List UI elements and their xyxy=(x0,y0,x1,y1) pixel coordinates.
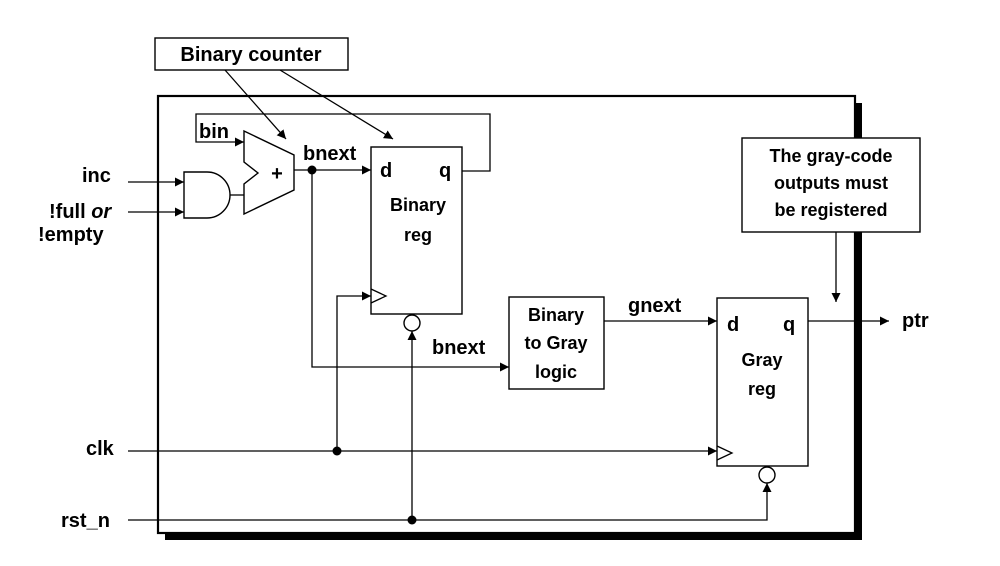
bin-label: bin xyxy=(199,121,229,143)
rst-n-label: rst_n xyxy=(61,510,110,532)
bnext-mid-label: bnext xyxy=(432,337,486,359)
gray-reg-d: d xyxy=(727,314,739,336)
gray-reg-clock-icon xyxy=(716,445,734,461)
full-or-text: or xyxy=(91,201,112,223)
callout-arrow-adder xyxy=(224,69,287,140)
inc-label: inc xyxy=(82,165,111,187)
binary-reg-clock-icon xyxy=(370,288,388,304)
bnext-to-converter-wire xyxy=(311,170,509,372)
full-label: !full or xyxy=(49,201,112,223)
and-gate xyxy=(183,171,231,219)
binary-reg-d: d xyxy=(380,160,392,182)
adder xyxy=(243,129,295,216)
binary-to-gray-logic xyxy=(508,296,605,390)
binary-reg-reset-bubble xyxy=(403,314,421,332)
gnext-label: gnext xyxy=(628,295,682,317)
bin-feedback-wire xyxy=(195,113,491,172)
adder-plus: + xyxy=(271,163,283,185)
rst-n-wire xyxy=(128,483,772,521)
gray-reg xyxy=(716,297,809,467)
converter-name-2: to Gray xyxy=(524,333,587,353)
binary-reg-name-1: Binary xyxy=(390,195,446,215)
clk-label: clk xyxy=(86,438,115,460)
gray-reg-q: q xyxy=(783,314,795,336)
empty-label: !empty xyxy=(38,224,104,246)
bnext-top-label: bnext xyxy=(303,143,357,165)
full-label-text: !full xyxy=(49,201,91,223)
gray-reg-reset-bubble xyxy=(758,466,776,484)
binary-reg xyxy=(370,146,463,315)
converter-name-3: logic xyxy=(535,362,577,382)
binary-reg-q: q xyxy=(439,160,451,182)
gray-note-line-3: be registered xyxy=(774,200,887,220)
binary-counter-callout xyxy=(154,37,349,71)
gray-reg-name-1: Gray xyxy=(741,350,782,370)
binary-reg-name-2: reg xyxy=(404,225,432,245)
gray-note-line-2: outputs must xyxy=(774,173,888,193)
gray-note-callout xyxy=(741,137,921,233)
clk-to-binary-reg-wire xyxy=(336,291,371,451)
gray-reg-name-2: reg xyxy=(748,379,776,399)
callout-arrow-binary-reg xyxy=(279,69,394,140)
binary-counter-label: Binary counter xyxy=(180,44,321,66)
ptr-label: ptr xyxy=(902,310,929,332)
gray-note-line-1: The gray-code xyxy=(769,146,892,166)
converter-name-1: Binary xyxy=(528,305,584,325)
